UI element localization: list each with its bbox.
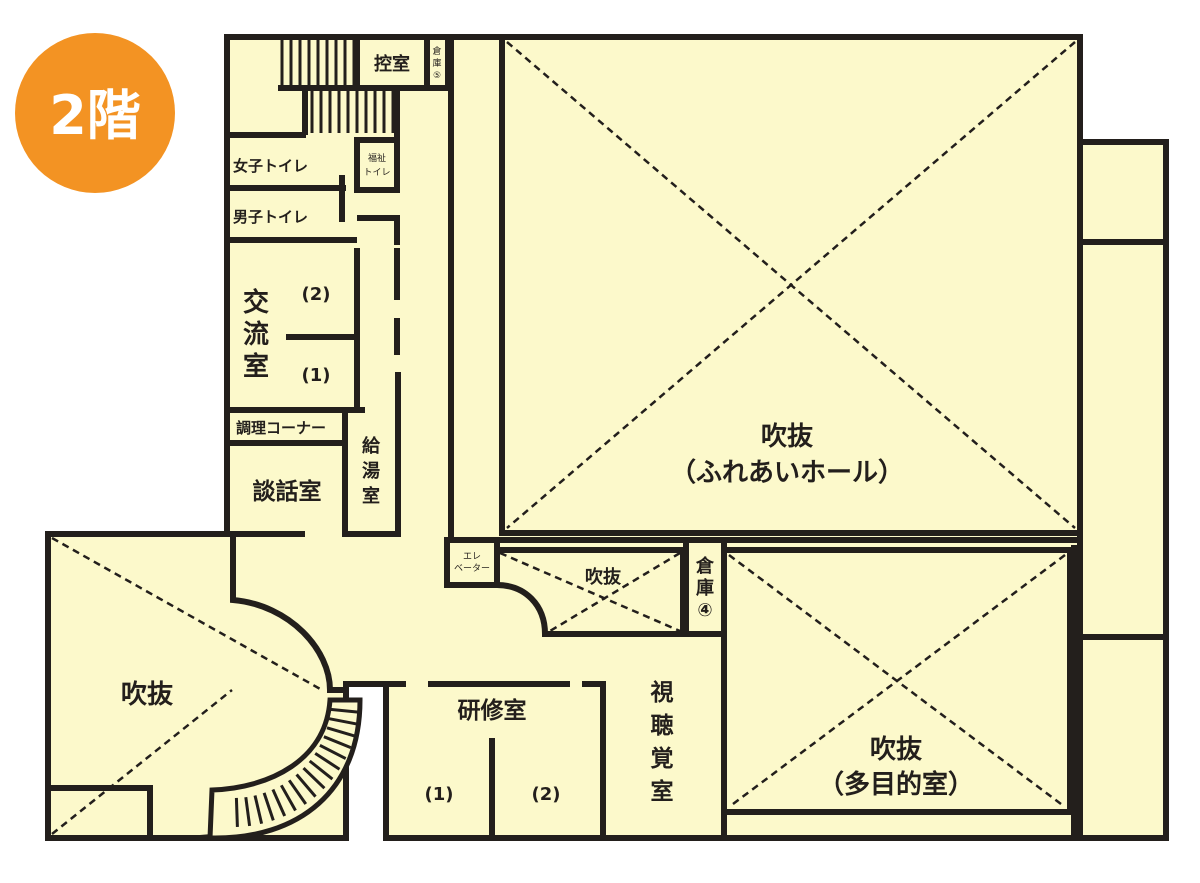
talk-room-label: 談話室 [253,478,322,505]
av-room-label-2: 聴 [651,713,674,739]
kitchenette-label-2: 湯 [362,461,380,482]
exchange-room-2-label: (2) [302,284,331,305]
kitchenette-label-1: 給 [362,435,381,457]
atrium-multipurpose-label-1: 吹抜 [870,735,923,765]
womens-toilet-label: 女子トイレ [233,157,308,175]
floor-badge-label: 2階 [49,84,141,147]
storage4-label-1: 倉 [695,555,715,577]
training-room-label: 研修室 [458,697,527,724]
storage-4 [683,537,727,637]
floor-badge: 2階 [15,33,175,193]
spiral-stair-tread [253,795,264,825]
atrium-multipurpose-label-2: （多目的室） [818,769,974,800]
spiral-stair [207,697,363,841]
welfare-toilet-label-2: トイレ [363,168,390,178]
spiral-stair-tread [302,767,326,790]
elevator-label-1: エレ [463,552,481,562]
control-room-label: 控室 [374,53,410,75]
atrium-left-cross-b [51,689,233,835]
storage4-label-2: 庫 [696,577,714,599]
atrium-small-label: 吹抜 [585,566,622,588]
elevator-label-2: ベーター [454,563,490,574]
training-room-2-label: (2) [532,784,561,805]
welfare-toilet [354,137,400,193]
spiral-stair-tread [330,707,360,714]
atrium-left-cross-a [51,536,323,692]
storage5-label-3: ⑤ [433,71,441,81]
atrium-hall-label-2: （ふれあいホール） [670,458,904,488]
upper-stair [280,40,395,133]
floor-badge-circle [15,33,175,193]
spiral-stair-tread [295,773,317,798]
spiral-stair-tread [287,779,308,805]
atrium-left-label: 吹抜 [121,680,174,710]
spiral-stair-tread [319,743,347,760]
spiral-stair-tread [308,759,334,781]
atrium-small-cross-a [499,551,681,633]
right-room-top [1077,139,1169,245]
welfare-toilet-label-1: 福祉 [368,152,386,164]
atrium-multipurpose-cross-b [728,554,1066,808]
cooking-corner-label: 調理コーナー [236,419,326,437]
spiral-stair-tread [279,784,297,812]
right-room-bottom [1077,634,1169,841]
storage5-label-2: 庫 [432,57,441,69]
exchange-room-label-3: 室 [243,351,269,382]
atrium-small-cross-b [549,551,681,633]
exchange-room-1-label: (1) [302,365,331,386]
storage5-label-1: 倉 [432,45,441,57]
exchange-room-label-2: 流 [243,320,269,350]
atrium-hall-cross-b [506,41,1076,529]
spiral-stair-tread [244,797,252,827]
atrium-hall-label-1: 吹抜 [761,422,814,452]
right-room-mid [1077,239,1169,640]
av-room-label-4: 室 [651,778,674,805]
kitchenette-label-3: 室 [362,485,380,507]
av-room-label-1: 視 [650,680,674,706]
spiral-stair-tread [326,726,356,738]
storage4-label-3: ④ [697,600,712,621]
training-room-walls [383,681,606,838]
exchange-room-label-1: 交 [243,287,269,318]
spiral-stair-tread [328,717,358,726]
mens-toilet-label: 男子トイレ [233,208,308,226]
spiral-stair-tread [271,788,287,817]
spiral-stair-tread [323,735,352,749]
spiral-stair-tread [234,797,239,827]
spiral-stair-tread [262,792,275,821]
toilet-wall-b [357,215,400,245]
spiral-stair-tread [314,752,341,771]
elevator [444,537,500,588]
training-room-1-label: (1) [425,784,454,805]
av-room-label-3: 覚 [651,746,674,772]
